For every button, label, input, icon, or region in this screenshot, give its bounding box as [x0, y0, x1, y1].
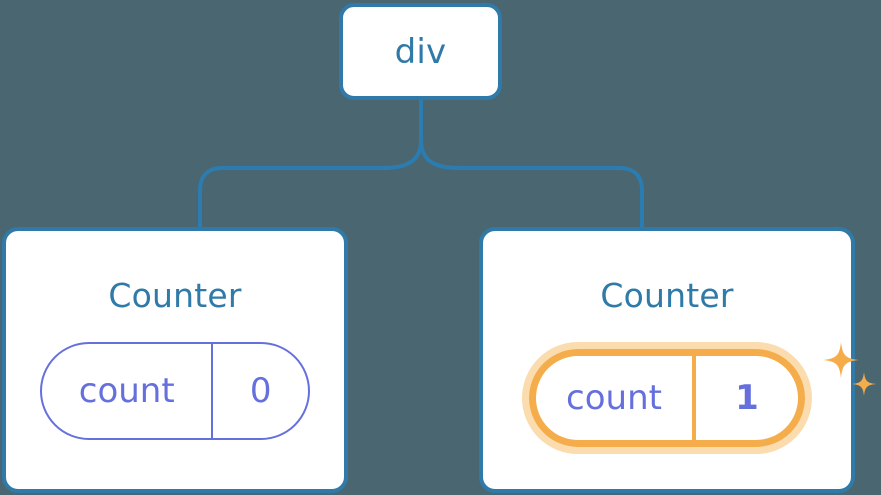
root-node-label: div	[394, 31, 447, 72]
state-key-cell-right: count	[536, 356, 696, 440]
four-point-star-icon	[823, 342, 859, 378]
state-pill-wrapper-left: count 0	[40, 342, 310, 440]
state-value-label-left: 0	[249, 371, 272, 411]
state-pill-left[interactable]: count 0	[40, 342, 310, 440]
state-value-label-right: 1	[735, 378, 759, 418]
state-key-label-left: count	[78, 371, 175, 411]
state-pill-right[interactable]: count 1	[529, 349, 805, 447]
root-node-div[interactable]: div	[339, 3, 502, 100]
four-point-star-small-icon	[852, 372, 876, 396]
state-pill-glow-right	[522, 342, 812, 454]
state-value-cell-right: 1	[696, 356, 798, 440]
connector-to-right-counter	[419, 138, 644, 229]
state-key-label-right: count	[566, 378, 662, 418]
counter-title-right: Counter	[600, 276, 734, 315]
counter-title-left: Counter	[108, 276, 242, 315]
state-pill-wrapper-right: count 1	[522, 342, 876, 454]
state-key-cell-left: count	[42, 344, 214, 438]
state-value-cell-left: 0	[213, 344, 308, 438]
connector-to-left-counter	[198, 138, 423, 229]
sparkles-group	[823, 342, 876, 396]
counter-card-left[interactable]: Counter count 0	[2, 227, 348, 493]
counter-card-right[interactable]: Counter count 1	[479, 227, 876, 493]
